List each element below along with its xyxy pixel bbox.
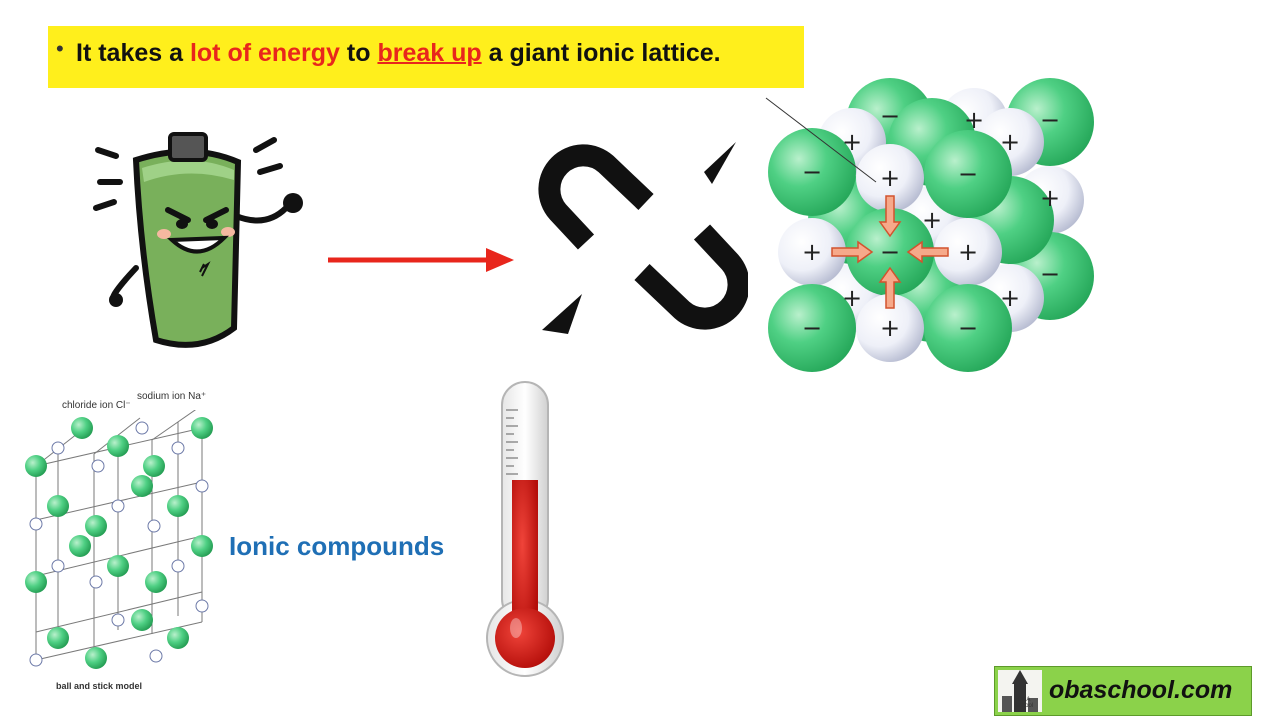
ionic-lattice-diagram: − + − + − + − + − + + + + + − + − − + (765, 78, 1094, 372)
logo-text: obaschool.com (1049, 676, 1233, 704)
ionic-compounds-label: Ionic compounds (229, 531, 445, 561)
oba-school-logo[interactable]: OBA School obaschool.com (994, 666, 1252, 716)
svg-text:+: + (842, 284, 862, 312)
emblem-text: OBA School (1014, 697, 1034, 709)
svg-text:+: + (880, 314, 900, 342)
thermometer-icon (486, 381, 564, 677)
svg-text:−: − (880, 238, 900, 266)
svg-text:+: + (842, 128, 862, 156)
headline-text: It takes a lot of energy to break up a g… (76, 39, 721, 68)
headline-lot-of-energy: lot of energy (189, 39, 340, 67)
svg-text:+: + (802, 238, 822, 266)
headline-banner: • It takes a lot of energy to break up a… (48, 26, 804, 88)
svg-text:−: − (958, 314, 978, 342)
broken-chain-icon (538, 142, 748, 334)
svg-text:−: − (1040, 106, 1060, 134)
school-emblem: OBA School (998, 670, 1042, 712)
svg-text:−: − (802, 314, 822, 342)
ball-and-stick-caption: ball and stick model (56, 681, 143, 691)
svg-text:+: + (1040, 184, 1060, 212)
headline-part-3: to (339, 39, 378, 67)
battery-character-icon (93, 132, 303, 348)
tower-icon (1002, 670, 1038, 712)
headline-part-5: a giant ionic lattice. (481, 39, 721, 67)
sodium-ion-label: sodium ion Na⁺ (137, 391, 207, 402)
svg-text:−: − (802, 158, 822, 186)
bullet: • (56, 36, 64, 61)
svg-text:+: + (964, 106, 984, 134)
chloride-ion-label: chloride ion Cl⁻ (62, 400, 131, 411)
svg-text:+: + (1000, 284, 1020, 312)
svg-text:+: + (880, 164, 900, 192)
svg-text:−: − (880, 102, 900, 130)
svg-text:−: − (958, 160, 978, 188)
svg-text:+: + (922, 206, 942, 234)
svg-text:−: − (1040, 260, 1060, 288)
svg-text:+: + (1000, 128, 1020, 156)
svg-text:+: + (958, 238, 978, 266)
headline-break-up: break up (377, 39, 482, 67)
headline-part-1: It takes a (76, 39, 190, 67)
ball-and-stick-lattice (25, 410, 213, 669)
arrow-right-icon (328, 248, 514, 272)
